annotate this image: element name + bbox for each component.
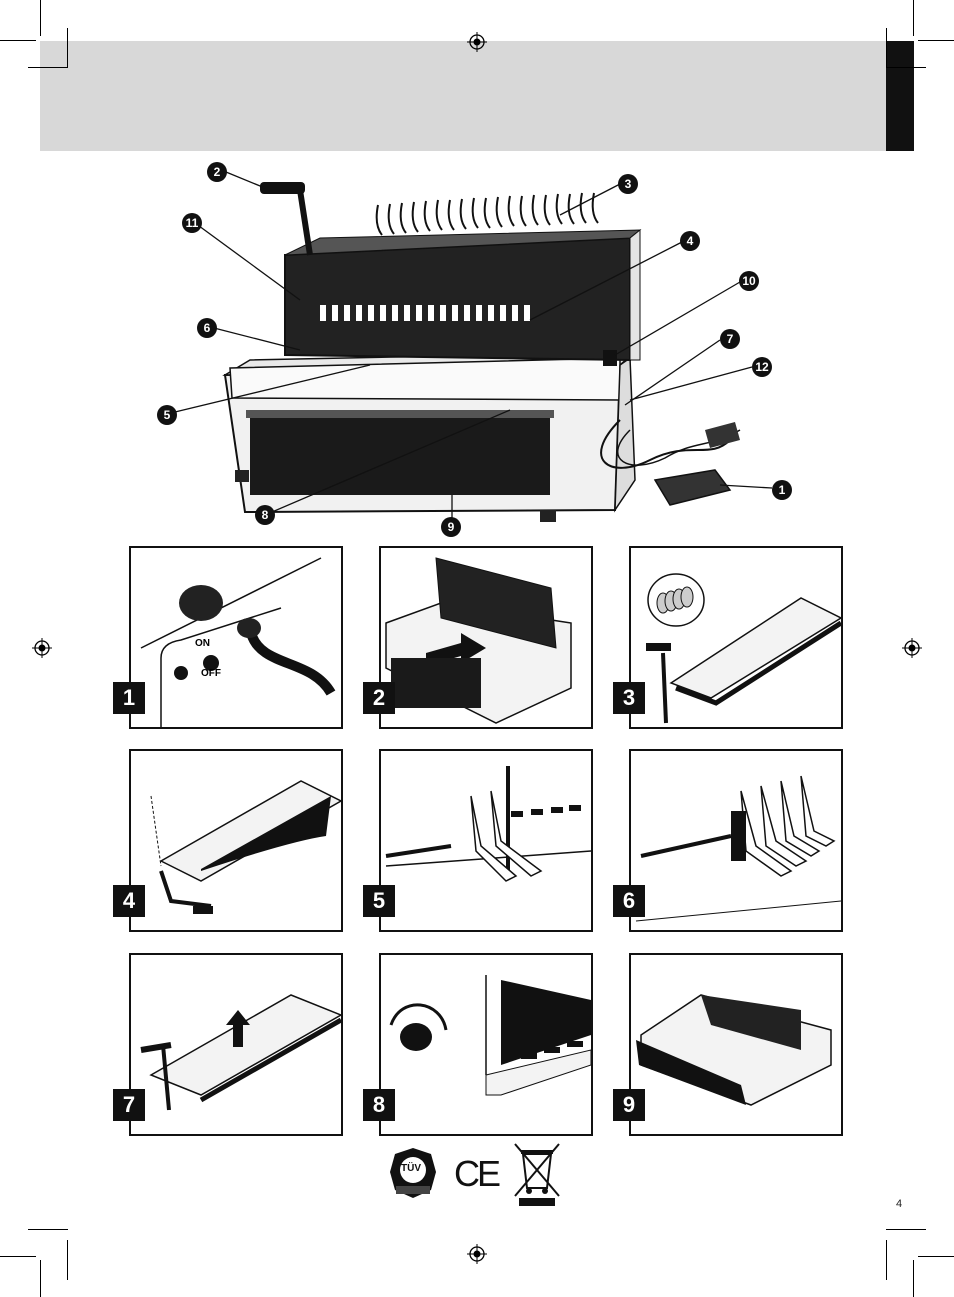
ce-mark: CE bbox=[454, 1153, 501, 1194]
callout-2: 2 bbox=[207, 162, 227, 182]
callout-12: 12 bbox=[752, 357, 772, 377]
callout-3: 3 bbox=[618, 174, 638, 194]
callout-8: 8 bbox=[255, 505, 275, 525]
step-number-4: 4 bbox=[113, 885, 145, 917]
step-number-1: 1 bbox=[113, 682, 145, 714]
off-label: OFF bbox=[201, 668, 221, 679]
callout-1: 1 bbox=[772, 480, 792, 500]
step-number-7: 7 bbox=[113, 1089, 145, 1121]
step-panel-4 bbox=[129, 749, 343, 932]
callout-11: 11 bbox=[182, 213, 202, 233]
callout-9: 9 bbox=[441, 517, 461, 537]
registration-mark-bottom bbox=[467, 1244, 487, 1264]
step-number-9: 9 bbox=[613, 1089, 645, 1121]
registration-mark-right bbox=[902, 638, 922, 658]
callout-4: 4 bbox=[680, 231, 700, 251]
section-tab bbox=[886, 41, 914, 151]
callout-5: 5 bbox=[157, 405, 177, 425]
step-panel-6 bbox=[629, 749, 843, 932]
callout-10: 10 bbox=[739, 271, 759, 291]
registration-mark-left bbox=[32, 638, 52, 658]
tuv-label: TÜV bbox=[401, 1163, 421, 1174]
callout-7: 7 bbox=[720, 329, 740, 349]
weee-bin-icon bbox=[513, 1142, 561, 1208]
step-panel-1: ON OFF bbox=[129, 546, 343, 729]
callout-6: 6 bbox=[197, 318, 217, 338]
tuv-certification-logo: TÜV bbox=[388, 1146, 438, 1200]
step-panel-2 bbox=[379, 546, 593, 729]
step-panel-8 bbox=[379, 953, 593, 1136]
on-label: ON bbox=[195, 638, 210, 649]
step-panel-7 bbox=[129, 953, 343, 1136]
header-band bbox=[40, 41, 886, 151]
registration-mark-top bbox=[467, 32, 487, 52]
page-number: 4 bbox=[896, 1198, 903, 1210]
step-number-5: 5 bbox=[363, 885, 395, 917]
binding-machine-illustration bbox=[222, 182, 741, 522]
step-number-6: 6 bbox=[613, 885, 645, 917]
step-panel-5 bbox=[379, 749, 593, 932]
step-number-2: 2 bbox=[363, 682, 395, 714]
step-panel-3 bbox=[629, 546, 843, 729]
step-panel-9 bbox=[629, 953, 843, 1136]
step-number-3: 3 bbox=[613, 682, 645, 714]
callout-leader-lines bbox=[174, 171, 773, 520]
step-number-8: 8 bbox=[363, 1089, 395, 1121]
